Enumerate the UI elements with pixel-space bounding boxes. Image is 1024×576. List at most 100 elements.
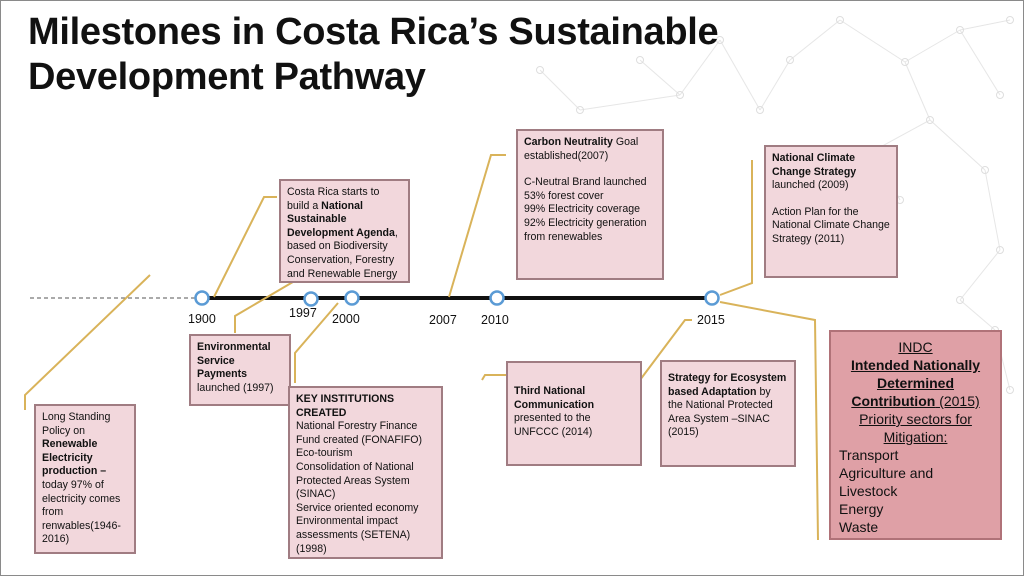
network-node [756,106,764,114]
network-link [904,61,931,121]
title-line-1: Milestones in Costa Rica’s Sustainable [28,11,719,53]
network-node [1006,386,1014,394]
network-link [959,249,1001,301]
network-node [1006,16,1014,24]
third-bold: Third National Communication [514,385,595,411]
year-label-2010: 2010 [481,313,509,327]
climate-text-2: Action Plan for the National Climate Cha… [772,205,890,245]
renewable-text-2: today 97% of electricity comes from renw… [42,478,121,546]
renewable-text-1: Long Standing Policy on [42,411,111,437]
eco-text: Strategy for Ecosystem based Adaptation … [668,372,788,440]
renewable-text: Long Standing Policy on Renewable Electr… [42,411,128,547]
institutions-text: National Forestry Finance Fund created (… [296,420,422,555]
network-link [539,69,581,111]
connector-eco [639,319,692,381]
milestone-box-indc: INDC Intended Nationally Determined Cont… [829,330,1002,540]
network-node [996,91,1004,99]
network-link [759,59,791,111]
network-node [576,106,584,114]
agenda-text-2: , based on Biodiversity Conservation, Fo… [287,226,398,280]
connector-carbon [448,154,506,298]
network-node [926,116,934,124]
connector-env [234,278,299,333]
connector-indc [719,301,819,541]
renewable-dash: – [97,465,107,478]
connector-lines [24,154,819,541]
indc-title: INDC [898,339,933,355]
network-link [959,19,1011,31]
network-link [679,39,721,96]
year-label-2000: 2000 [332,312,360,326]
third-presented: presented to the UNFCCC (2014) [514,412,593,438]
connector-institutions [294,302,339,383]
year-label-2015: 2015 [697,313,725,327]
marker-2000 [344,290,360,306]
marker-2010 [489,290,505,306]
indc-sectors: Transport Agriculture and Livestock Ener… [839,447,934,535]
network-node [836,16,844,24]
third-text: Third National Communication presented t… [514,385,634,439]
year-label-1997: 1997 [289,306,317,320]
year-markers [194,290,720,307]
network-node [901,58,909,66]
connector-renewable [24,274,151,410]
env-bold: Environmental Service Payments [197,341,271,381]
network-node [636,56,644,64]
milestone-box-climate-strategy: National Climate Change Strategy launche… [764,145,898,278]
institutions-heading: KEY INSTITUTIONS CREATED [296,393,435,420]
carbon-established: Goal established(2007) [524,136,639,162]
page-title: Milestones in Costa Rica’s Sustainable D… [28,10,928,100]
agenda-bold: National Sustainable Development Agenda [287,199,395,239]
marker-1997 [303,291,319,307]
network-link [839,19,906,63]
carbon-text-2: C-Neutral Brand launched 53% forest cove… [524,176,647,243]
network-node [956,296,964,304]
carbon-text-1: Carbon Neutrality Goal established(2007) [524,136,656,163]
climate-launched: launched (2009) [772,179,849,192]
indc-contribution-bold: Intended Nationally Determined Contribut… [850,357,981,409]
network-node [996,246,1004,254]
network-node [536,66,544,74]
indc-contribution: Intended Nationally Determined Contribut… [839,356,992,410]
title-line-2: Development Pathway [28,56,426,98]
marker-2015 [704,290,720,306]
network-link [959,29,1001,96]
agenda-text-1: Costa Rica starts to build a [287,186,380,212]
indc-year: (2015) [935,393,980,409]
network-node [786,56,794,64]
milestone-box-carbon-neutrality: Carbon Neutrality Goal established(2007)… [516,129,664,280]
network-node [981,166,989,174]
eco-by: by the National Protected Area System –S… [668,385,773,439]
year-label-1900: 1900 [188,312,216,326]
connector-climate [719,160,753,296]
climate-bold: National Climate Change Strategy [772,152,857,178]
connector-agenda [213,196,277,298]
renewable-bold: Renewable Electricity production [42,438,98,478]
network-node [956,26,964,34]
milestone-box-third-communication: Third National Communication presented t… [506,361,642,466]
indc-priority: Priority sectors for Mitigation: [859,411,972,445]
network-link [579,94,681,111]
network-link [929,119,986,171]
network-node [676,91,684,99]
eco-bold: Strategy for Ecosystem based Adaptation [668,372,787,398]
agenda-text: Costa Rica starts to build a National Su… [287,186,402,281]
milestone-box-environmental-payments: Environmental Service Payments launched … [189,334,291,406]
milestone-box-key-institutions: KEY INSTITUTIONS CREATED National Forest… [288,386,443,559]
year-label-2007: 2007 [429,313,457,327]
carbon-bold: Carbon Neutrality [524,136,613,148]
network-link [719,39,761,111]
milestone-box-renewable-electricity: Long Standing Policy on Renewable Electr… [34,404,136,554]
marker-1900 [194,290,210,306]
env-text: Environmental Service Payments launched … [197,341,283,395]
network-node [716,36,724,44]
climate-text-1: National Climate Change Strategy launche… [772,152,890,193]
network-link [904,29,961,63]
network-link [639,59,681,96]
env-launched: launched (1997) [197,381,274,394]
institutions-bold: KEY INSTITUTIONS CREATED [296,393,395,419]
milestone-box-ecosystem-adaptation: Strategy for Ecosystem based Adaptation … [660,360,796,467]
milestone-box-agenda: Costa Rica starts to build a National Su… [279,179,410,283]
